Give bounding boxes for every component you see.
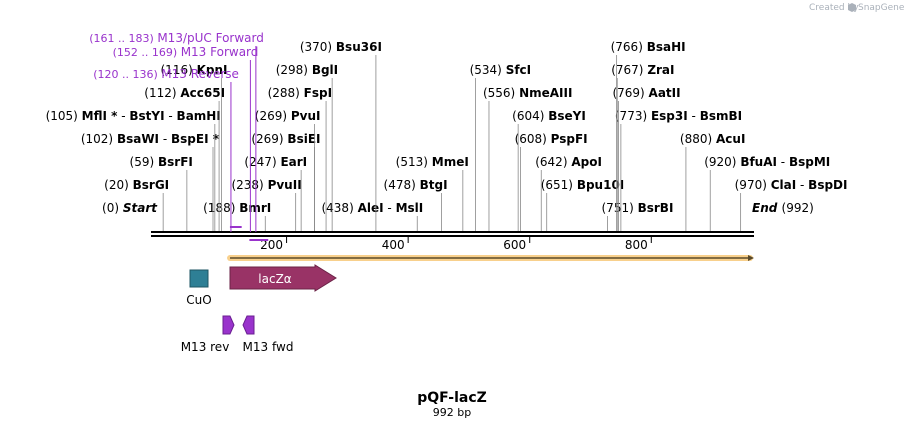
restriction-site-label[interactable]: (534) SfcI: [470, 63, 532, 77]
orf-arrow: [227, 255, 754, 261]
restriction-sites: (0) Start(188) BmrI(438) AleI - MslI(751…: [46, 40, 848, 231]
m13-rev-primer-arrow[interactable]: [222, 315, 235, 335]
m13-fwd-label: M13 fwd: [243, 340, 294, 354]
restriction-site-label[interactable]: (478) BtgI: [384, 178, 448, 192]
restriction-site-label[interactable]: (238) PvuII: [231, 178, 301, 192]
restriction-site-label[interactable]: (0) Start: [102, 201, 158, 215]
restriction-site-label[interactable]: (105) MflI * - BstYI - BamHI: [46, 109, 221, 123]
restriction-site-label[interactable]: (970) ClaI - BspDI: [735, 178, 848, 192]
tick-label: 200: [260, 238, 283, 252]
restriction-site-label[interactable]: (773) Esp3I - BsmBI: [615, 109, 742, 123]
primer-site-label[interactable]: (152 .. 169) M13 Forward: [113, 45, 259, 59]
tick-label: 400: [382, 238, 405, 252]
restriction-site-label[interactable]: (59) BsrFI: [130, 155, 193, 169]
tick-label: 600: [503, 238, 526, 252]
snapgene-logo-icon: [848, 3, 856, 12]
restriction-site-label[interactable]: (751) BsrBI: [602, 201, 674, 215]
orf-arrowhead-icon: [748, 255, 754, 261]
restriction-site-label[interactable]: (370) Bsu36I: [300, 40, 382, 54]
credit-brand: SnapGene: [858, 3, 905, 13]
restriction-site-label[interactable]: (269) PvuI: [255, 109, 321, 123]
restriction-site-label[interactable]: (642) ApoI: [535, 155, 602, 169]
restriction-site-label[interactable]: (766) BsaHI: [611, 40, 686, 54]
cuo-label: CuO: [186, 293, 211, 307]
restriction-site-label[interactable]: (556) NmeAIII: [483, 86, 572, 100]
restriction-site-label[interactable]: (767) ZraI: [611, 63, 674, 77]
cuo-feature-box[interactable]: [189, 269, 209, 288]
primer-site-label[interactable]: (161 .. 183) M13/pUC Forward: [89, 31, 264, 45]
restriction-site-label[interactable]: (608) PspFI: [515, 132, 588, 146]
restriction-site-label[interactable]: (112) Acc65I: [144, 86, 225, 100]
dna-backbone: [151, 231, 754, 237]
restriction-site-label[interactable]: (269) BsiEI: [251, 132, 320, 146]
tick-label: 800: [625, 238, 648, 252]
restriction-site-label[interactable]: (651) Bpu10I: [541, 178, 625, 192]
m13-fwd-primer-arrow[interactable]: [242, 315, 255, 335]
lacz-feature-arrow[interactable]: [229, 264, 337, 292]
restriction-site-label[interactable]: (298) BglI: [276, 63, 338, 77]
primer-site-label[interactable]: (120 .. 136) M13 Reverse: [93, 67, 239, 81]
plasmid-length: 992 bp: [433, 406, 471, 419]
restriction-site-label[interactable]: (920) BfuAI - BspMI: [704, 155, 830, 169]
restriction-site-label[interactable]: (288) FspI: [268, 86, 333, 100]
restriction-site-label[interactable]: (769) AatII: [612, 86, 680, 100]
restriction-site-label[interactable]: (438) AleI - MslI: [321, 201, 423, 215]
restriction-site-label[interactable]: (20) BsrGI: [104, 178, 169, 192]
restriction-site-label[interactable]: (880) AcuI: [680, 132, 746, 146]
lacz-label: lacZα: [258, 272, 292, 286]
credit-prefix: Created by: [809, 3, 859, 13]
restriction-site-label[interactable]: End (992): [752, 201, 814, 215]
primer-sites: (120 .. 136) M13 Reverse (152 .. 169) M13…: [89, 31, 269, 241]
restriction-site-label[interactable]: (102) BsaWI - BspEI *: [81, 132, 220, 146]
restriction-site-label[interactable]: (513) MmeI: [396, 155, 469, 169]
m13-rev-label: M13 rev: [181, 340, 230, 354]
restriction-site-label[interactable]: (116) KpnI: [161, 63, 228, 77]
restriction-site-label[interactable]: (247) EarI: [244, 155, 307, 169]
restriction-site-label[interactable]: (604) BseYI: [512, 109, 586, 123]
plasmid-title: pQF-lacZ: [417, 390, 487, 406]
ruler-ticks: 200 400 600 800: [260, 236, 652, 252]
